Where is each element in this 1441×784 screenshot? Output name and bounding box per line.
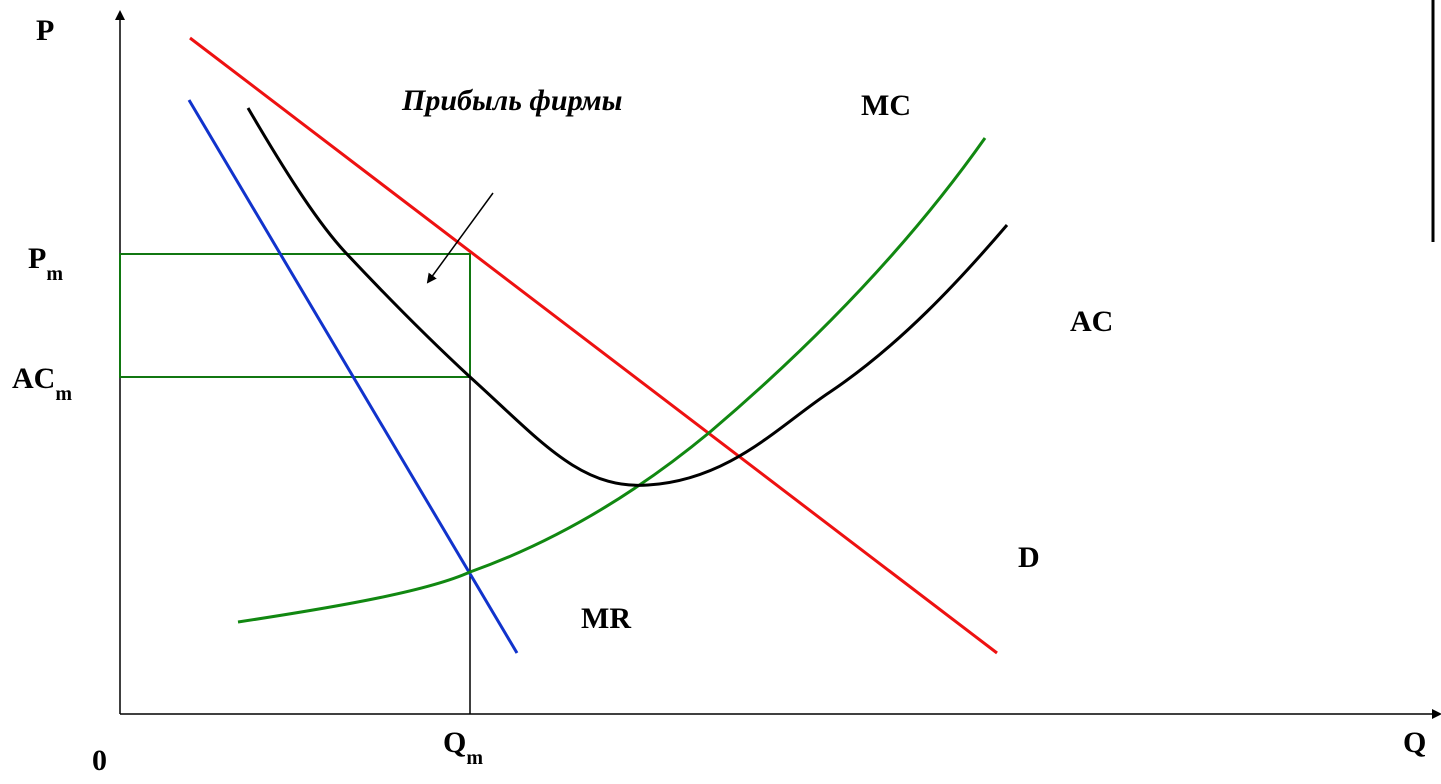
avg-cost-level-label: ACm (12, 362, 72, 405)
marginal-revenue-curve (187, 99, 519, 654)
origin-label: 0 (92, 744, 107, 777)
price-level-label: Pm (28, 242, 63, 285)
x-axis-label: Q (1403, 726, 1426, 759)
marginal-cost-curve (237, 137, 987, 624)
mc-label: MC (861, 89, 911, 122)
d-label: D (1018, 541, 1040, 574)
profit-rectangle (119, 253, 471, 378)
y-axis-label: P (36, 14, 54, 47)
quantity-level-label: Qm (443, 726, 483, 769)
demand-curve (189, 36, 998, 655)
average-cost-curve (246, 107, 1009, 487)
ac-label: AC (1070, 305, 1113, 338)
mr-label: MR (581, 602, 631, 635)
profit-annotation: Прибыль фирмы (401, 84, 622, 117)
profit-pointer-arrow (426, 192, 494, 284)
